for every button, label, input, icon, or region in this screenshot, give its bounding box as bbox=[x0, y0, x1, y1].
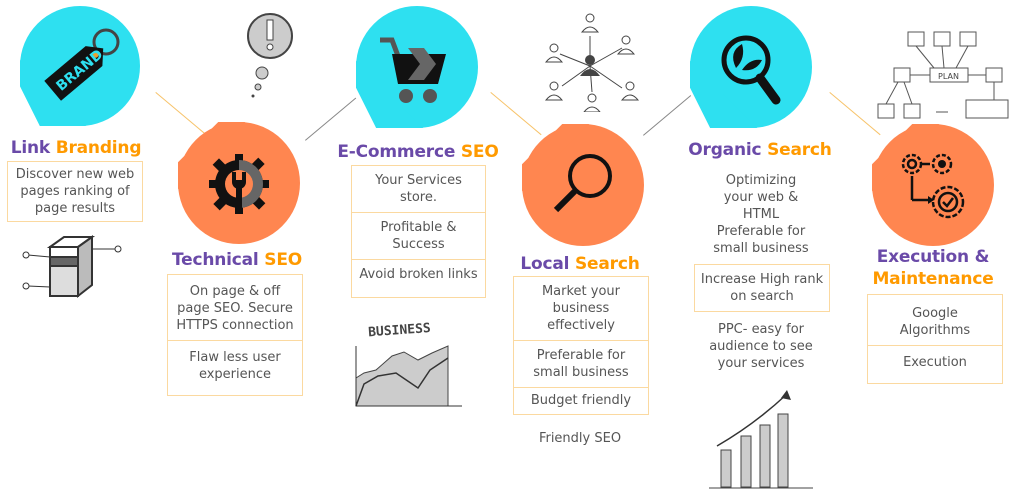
title-part: Local bbox=[520, 254, 570, 274]
title-part: Technical bbox=[172, 250, 259, 270]
title-part: SEO bbox=[460, 142, 499, 162]
list-item: Google Algorithms bbox=[899, 306, 971, 338]
list-item: Preferable for small business bbox=[514, 340, 648, 387]
local-search-extra-item: Friendly SEO bbox=[538, 431, 622, 446]
connector-line bbox=[643, 95, 692, 136]
title-part: Maintenance bbox=[872, 269, 994, 289]
list-item: Your Services store. bbox=[375, 173, 462, 205]
step-title-link-branding: Link Branding bbox=[6, 138, 146, 158]
title-part: Search bbox=[575, 254, 640, 274]
step-title-technical-seo: Technical SEO bbox=[164, 250, 310, 270]
list-item: Flaw less user experience bbox=[168, 340, 302, 395]
brand-tag-icon: BRAND bbox=[36, 22, 126, 102]
link-branding-box: Discover new web pages ranking of page r… bbox=[7, 161, 143, 222]
title-part: Search bbox=[767, 140, 832, 160]
step-title-execution-maintenance: Execution & Maintenance bbox=[860, 246, 1006, 290]
connector-line bbox=[490, 92, 542, 136]
execution-maintenance-box: Google Algorithms Execution bbox=[867, 294, 1003, 384]
business-growth-sketch-icon: BUSINESS bbox=[352, 318, 467, 413]
list-item: Discover new web pages ranking of page r… bbox=[15, 167, 135, 216]
title-part: E-Commerce bbox=[337, 142, 456, 162]
connector-line bbox=[305, 97, 357, 141]
server-sketch-icon bbox=[20, 235, 130, 315]
gear-wrench-icon bbox=[205, 150, 273, 218]
plan-flowchart-sketch-icon: PLAN bbox=[876, 28, 1016, 123]
execution-maintenance-badge bbox=[872, 124, 994, 246]
leaf-magnifier-icon bbox=[716, 30, 786, 110]
svg-text:PLAN: PLAN bbox=[938, 72, 959, 81]
magnifier-icon bbox=[550, 148, 620, 218]
list-item: Execution bbox=[868, 345, 1002, 383]
connector-line bbox=[155, 92, 207, 136]
title-part: Execution & bbox=[876, 247, 990, 267]
title-part: Branding bbox=[55, 138, 142, 158]
workflow-gears-icon bbox=[898, 150, 970, 222]
title-part: SEO bbox=[264, 250, 302, 270]
shopping-cart-icon bbox=[378, 34, 450, 106]
organic-free-item: Optimizing your web & HTML bbox=[723, 173, 799, 222]
technical-seo-box: On page & off page SEO. Secure HTTPS con… bbox=[167, 274, 303, 396]
local-search-badge bbox=[522, 124, 644, 246]
list-item: Profitable & Success bbox=[352, 212, 485, 259]
list-item: Avoid broken links bbox=[352, 259, 485, 297]
growth-bar-chart-sketch-icon bbox=[705, 388, 815, 493]
list-item: On page & off page SEO. Secure HTTPS con… bbox=[176, 284, 294, 333]
exclamation-bubble-icon bbox=[240, 10, 300, 100]
step-title-organic-search: Organic Search bbox=[680, 140, 840, 160]
list-item: Increase High rank on search bbox=[700, 272, 824, 304]
title-part: Organic bbox=[688, 140, 762, 160]
local-search-box: Market your business effectively Prefera… bbox=[513, 276, 649, 415]
list-item: Budget friendly bbox=[514, 387, 648, 414]
organic-free-item: Preferable for small business bbox=[713, 224, 809, 256]
title-part: Link bbox=[10, 138, 50, 158]
ecommerce-seo-box: Your Services store. Profitable & Succes… bbox=[351, 165, 486, 298]
organic-extra-item: PPC- easy for audience to see your servi… bbox=[709, 322, 813, 371]
list-item: Market your business effectively bbox=[541, 284, 621, 333]
network-people-sketch-icon bbox=[540, 8, 640, 112]
step-title-local-search: Local Search bbox=[506, 254, 654, 274]
connector-line bbox=[829, 92, 881, 136]
svg-text:BUSINESS: BUSINESS bbox=[368, 321, 432, 340]
organic-search-box: Increase High rank on search bbox=[694, 264, 830, 312]
step-title-ecommerce-seo: E-Commerce SEO bbox=[330, 142, 506, 162]
